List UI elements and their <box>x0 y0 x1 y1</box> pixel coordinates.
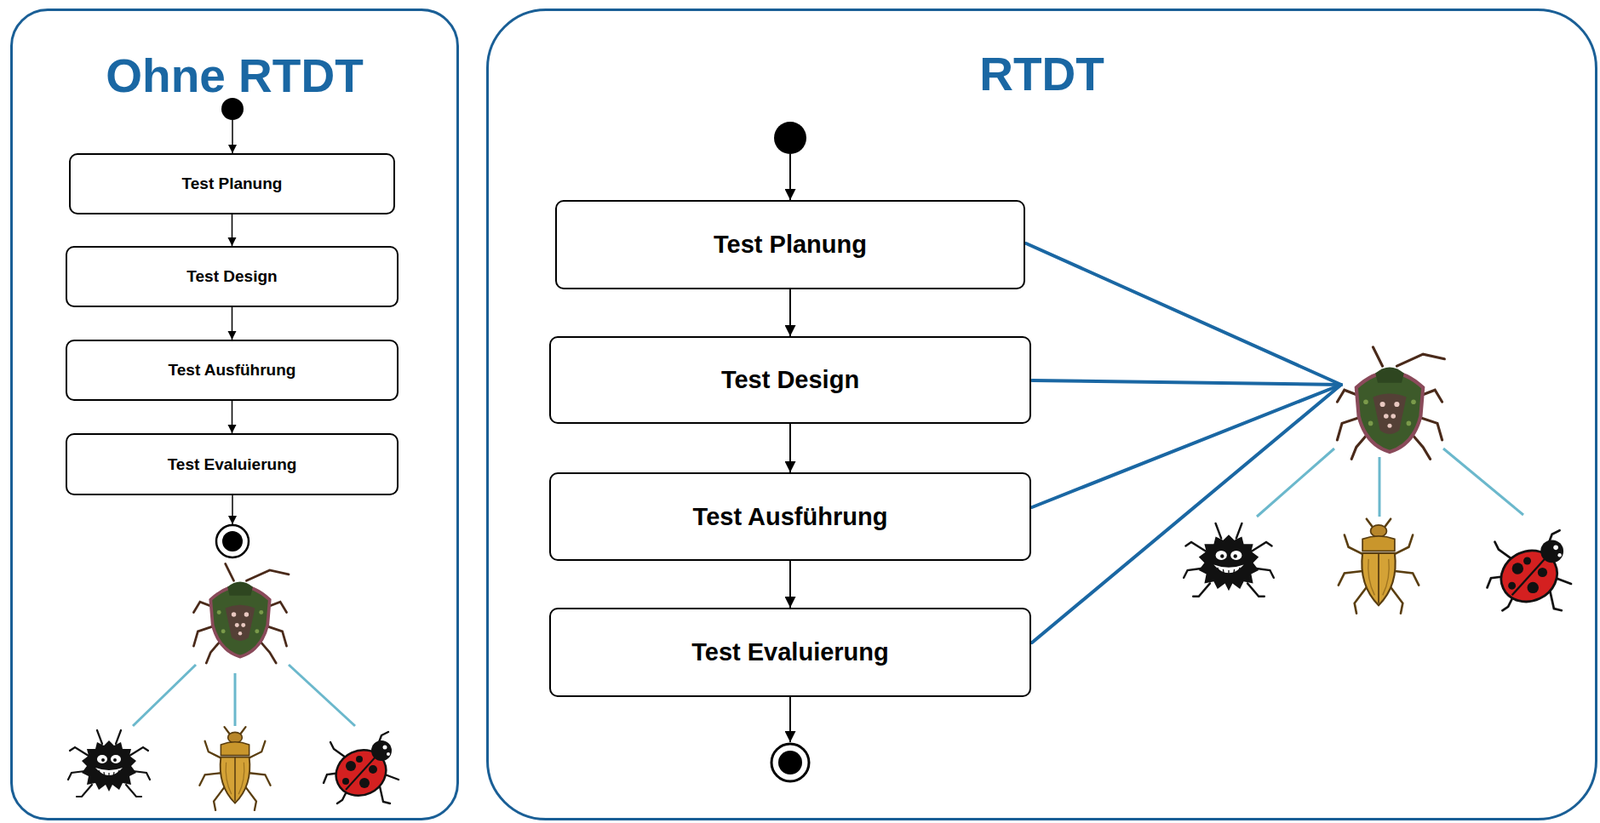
panel-title: RTDT <box>488 48 1595 101</box>
box-label: Test Ausführung <box>693 503 889 532</box>
process-box: Test Planung <box>555 200 1026 290</box>
end-dot <box>222 531 243 552</box>
monster-bug <box>1183 523 1274 597</box>
box-label: Test Evaluierung <box>691 638 889 667</box>
end-arrow <box>231 495 234 525</box>
flow-arrow <box>231 307 234 340</box>
beetle <box>199 727 270 811</box>
ladybug <box>323 732 399 804</box>
panel-title: Ohne RTDT <box>12 50 457 103</box>
flow-arrow <box>231 401 234 434</box>
end-dot <box>778 751 803 775</box>
box-label: Test Design <box>721 366 860 395</box>
phase-bug-lines <box>1026 243 1342 643</box>
panel: Ohne RTDT Test PlanungTest DesignTest Aus… <box>10 8 459 821</box>
process-box: Test Planung <box>68 153 396 215</box>
flow-arrow <box>789 561 792 608</box>
bug-leader-lines <box>1256 448 1524 517</box>
process-box: Test Ausführung <box>65 339 399 402</box>
ladybug <box>1486 530 1572 611</box>
stink-bug <box>1336 347 1445 460</box>
flow-arrow <box>789 289 792 337</box>
process-box: Test Evaluierung <box>65 433 399 496</box>
monster-bug <box>68 730 150 798</box>
stink-bug <box>193 563 289 664</box>
panel: RTDT Test PlanungTest DesignTest Ausführu… <box>486 8 1598 821</box>
box-label: Test Planung <box>182 174 283 194</box>
box-label: Test Planung <box>713 230 867 259</box>
process-box: Test Ausführung <box>549 472 1032 562</box>
box-label: Test Design <box>186 267 277 287</box>
start-arrow <box>231 120 234 154</box>
process-box: Test Design <box>549 336 1032 425</box>
end-arrow <box>789 697 792 743</box>
flow-arrow <box>789 424 792 473</box>
flow-arrow <box>231 214 234 247</box>
beetle <box>1338 519 1419 614</box>
end-circle <box>216 525 249 558</box>
box-label: Test Evaluierung <box>167 455 298 475</box>
end-circle <box>771 744 809 782</box>
process-box: Test Evaluierung <box>549 607 1032 698</box>
process-box: Test Design <box>65 246 399 308</box>
bug-leader-lines <box>132 665 356 727</box>
start-dot <box>774 121 807 155</box>
box-label: Test Ausführung <box>168 361 297 380</box>
start-arrow <box>789 154 792 201</box>
